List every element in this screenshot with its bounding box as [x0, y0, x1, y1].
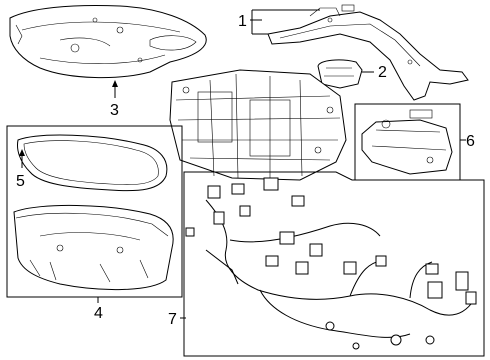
wiring-harness — [185, 177, 477, 350]
callout-4: 4 — [94, 305, 103, 322]
electronics-module — [361, 109, 453, 175]
rail-bracket — [267, 4, 469, 101]
battery-module-assembly — [169, 69, 347, 181]
callout-3: 3 — [110, 102, 119, 119]
callout-1: 1 — [238, 13, 247, 30]
small-module — [317, 59, 363, 89]
arrow-3 — [112, 80, 118, 87]
callout-2: 2 — [378, 64, 387, 81]
box-4 — [6, 125, 183, 298]
box-7 — [183, 171, 485, 357]
callout-5: 5 — [16, 173, 25, 190]
callout-6: 6 — [466, 133, 475, 150]
battery-lower-tray — [13, 204, 174, 291]
arrow-5 — [19, 149, 25, 156]
battery-upper-cover — [9, 5, 207, 79]
tray-gasket — [17, 134, 168, 192]
callout-7: 7 — [168, 311, 177, 328]
